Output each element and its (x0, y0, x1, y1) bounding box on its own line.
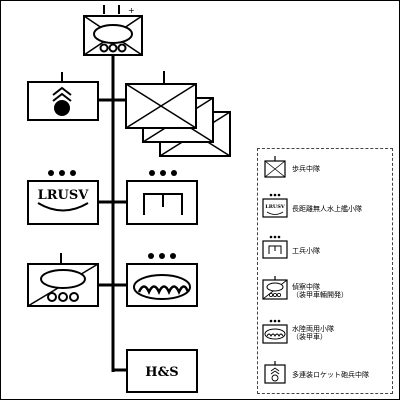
hs-company-symbol: H&S (126, 349, 198, 393)
legend-label-recon: 偵察中隊 （装甲車輛開発） (292, 283, 348, 299)
legend-lrusv-symbol (262, 193, 288, 218)
rocket-artillery-symbol (27, 72, 99, 121)
legend-label-infantry: 歩兵中隊 (292, 165, 320, 173)
hq-unit-symbol: + (83, 5, 143, 56)
legend-infantry-symbol (264, 156, 286, 178)
legend-engineer-symbol (262, 235, 288, 259)
engineer-platoon-symbol (126, 170, 198, 225)
legend-label-rocket: 多連装ロケット砲兵中隊 (292, 371, 369, 379)
legend-label-amphibious: 水陸両用小隊 （装甲車） (292, 325, 334, 341)
infantry-company-stack-symbol (125, 71, 231, 157)
legend-label-engineer: 工兵小隊 (292, 247, 320, 255)
legend-symbols: LRUSV (262, 156, 288, 384)
recon-company-symbol (27, 253, 99, 307)
svg-text:+: + (128, 6, 135, 15)
legend-rocket-symbol (264, 361, 286, 384)
amphibious-platoon-symbol (126, 253, 198, 307)
legend-label-lrusv: 長距離無人水上艦小隊 (292, 205, 362, 213)
lrusv-label: LRUSV (38, 188, 90, 203)
legend-amphibious-symbol (262, 319, 288, 344)
lrusv-platoon-symbol: LRUSV (27, 170, 99, 225)
legend-recon-symbol (262, 276, 288, 300)
legend-lrusv-mini-label: LRUSV (265, 204, 285, 210)
legend: LRUSV 歩兵中隊 長距離無人水上艦小隊 工兵小隊 偵察中隊 （装甲車輛開発）… (257, 148, 393, 394)
hs-label: H&S (145, 365, 178, 380)
